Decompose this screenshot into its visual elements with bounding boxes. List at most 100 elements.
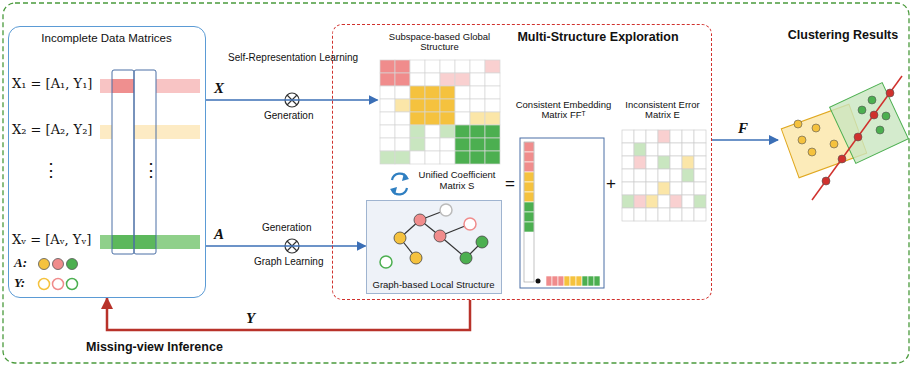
data-bar [100,79,200,93]
connector-arrow [712,139,778,141]
matrix-cell [425,112,440,125]
error-cell [646,182,658,195]
error-cell [670,156,682,169]
error-cell [658,156,670,169]
matrix-cell [470,151,485,164]
error-cell [682,195,694,208]
embedding-cell [524,182,534,192]
matrix-cell [395,86,410,99]
node-title: Subspace-based Global Structure [378,32,502,54]
matrix-cell [395,60,410,73]
matrix-equation: Xᵥ = [Aᵥ, Yᵥ] [12,233,91,248]
cluster-line [812,76,902,200]
matrix-cell [485,86,500,99]
connector-arrow [206,99,378,101]
embedding-cell [558,276,564,286]
error-cell [646,130,658,143]
embedding-cell [524,212,534,222]
matrix-cell [440,112,455,125]
embedding-cell [524,162,534,172]
data-panel: Incomplete Data Matrices [8,26,206,298]
matrix-cell [440,73,455,86]
error-cell [694,169,706,182]
error-cell [658,208,670,221]
matrix-cell [425,151,440,164]
matrix-cell [395,99,410,112]
process-label: Graph Learning [254,256,324,268]
graph-vertex [394,232,406,244]
edge-label: A [214,226,224,243]
cycle-arrow [402,173,409,181]
error-cell [622,169,634,182]
error-cell [658,182,670,195]
data-bar-cell [134,235,156,249]
error-cell [658,169,670,182]
matrix-cell [485,151,500,164]
matrix-cell [410,99,425,112]
error-cell [670,182,682,195]
matrix-cell [470,86,485,99]
matrix-cell [455,112,470,125]
matrix-cell [425,86,440,99]
cluster-point [808,148,816,156]
cluster-point [870,111,878,119]
data-bar-cell [134,125,156,139]
cycle-arrow [390,187,397,195]
matrix-cell [440,86,455,99]
matrix-cell [440,125,455,138]
equals-sign: = [505,174,515,194]
matrix-cell [410,86,425,99]
error-cell [682,130,694,143]
cluster-point [876,126,884,134]
matrix-cell [455,151,470,164]
data-bar-cell [112,235,134,249]
legend-dot [39,279,50,290]
cluster-region [830,83,909,164]
error-cell [622,195,634,208]
cluster-point [812,124,820,132]
legend-dot [53,279,64,290]
embedding-cell [524,152,534,162]
node-title: Graph-based Local Structure [367,280,501,291]
cluster-point [794,120,802,128]
error-cell [658,195,670,208]
matrix-cell [470,99,485,112]
embedding-cell [594,276,600,286]
matrix-cell [380,86,395,99]
embedding-cell [552,276,558,286]
cluster-point [838,155,846,163]
embedding-cell [582,276,588,286]
connector-arrow [107,298,470,330]
cluster-point [822,177,830,185]
error-cell [634,195,646,208]
cluster-point [854,133,862,141]
matrix-cell [485,60,500,73]
process-label: Generation [262,222,311,234]
legend-dot [67,279,78,290]
embedding-cell [564,276,570,286]
matrix-cell [410,125,425,138]
graph-vertex [380,256,392,268]
error-cell [646,169,658,182]
global-structure-matrix: Subspace-based Global Structure [378,32,502,168]
error-cell [694,208,706,221]
feedback-label: Missing-view Inference [86,340,223,354]
data-bar [100,125,200,139]
data-bar-cell [112,79,134,93]
edge-label: Y [246,310,255,327]
spacer [524,232,534,233]
matrix-cell [455,99,470,112]
error-cell [682,208,694,221]
matrix-cell [440,60,455,73]
edge-label: F [738,120,748,137]
error-cell [658,130,670,143]
matrix-cell [485,138,500,151]
matrix-cell [485,99,500,112]
matrix-cell [440,99,455,112]
error-cell [682,143,694,156]
data-bar-cell [112,125,134,139]
edge-label: X [214,80,224,97]
matrix-cell [380,112,395,125]
error-cell [694,182,706,195]
error-cell [646,143,658,156]
